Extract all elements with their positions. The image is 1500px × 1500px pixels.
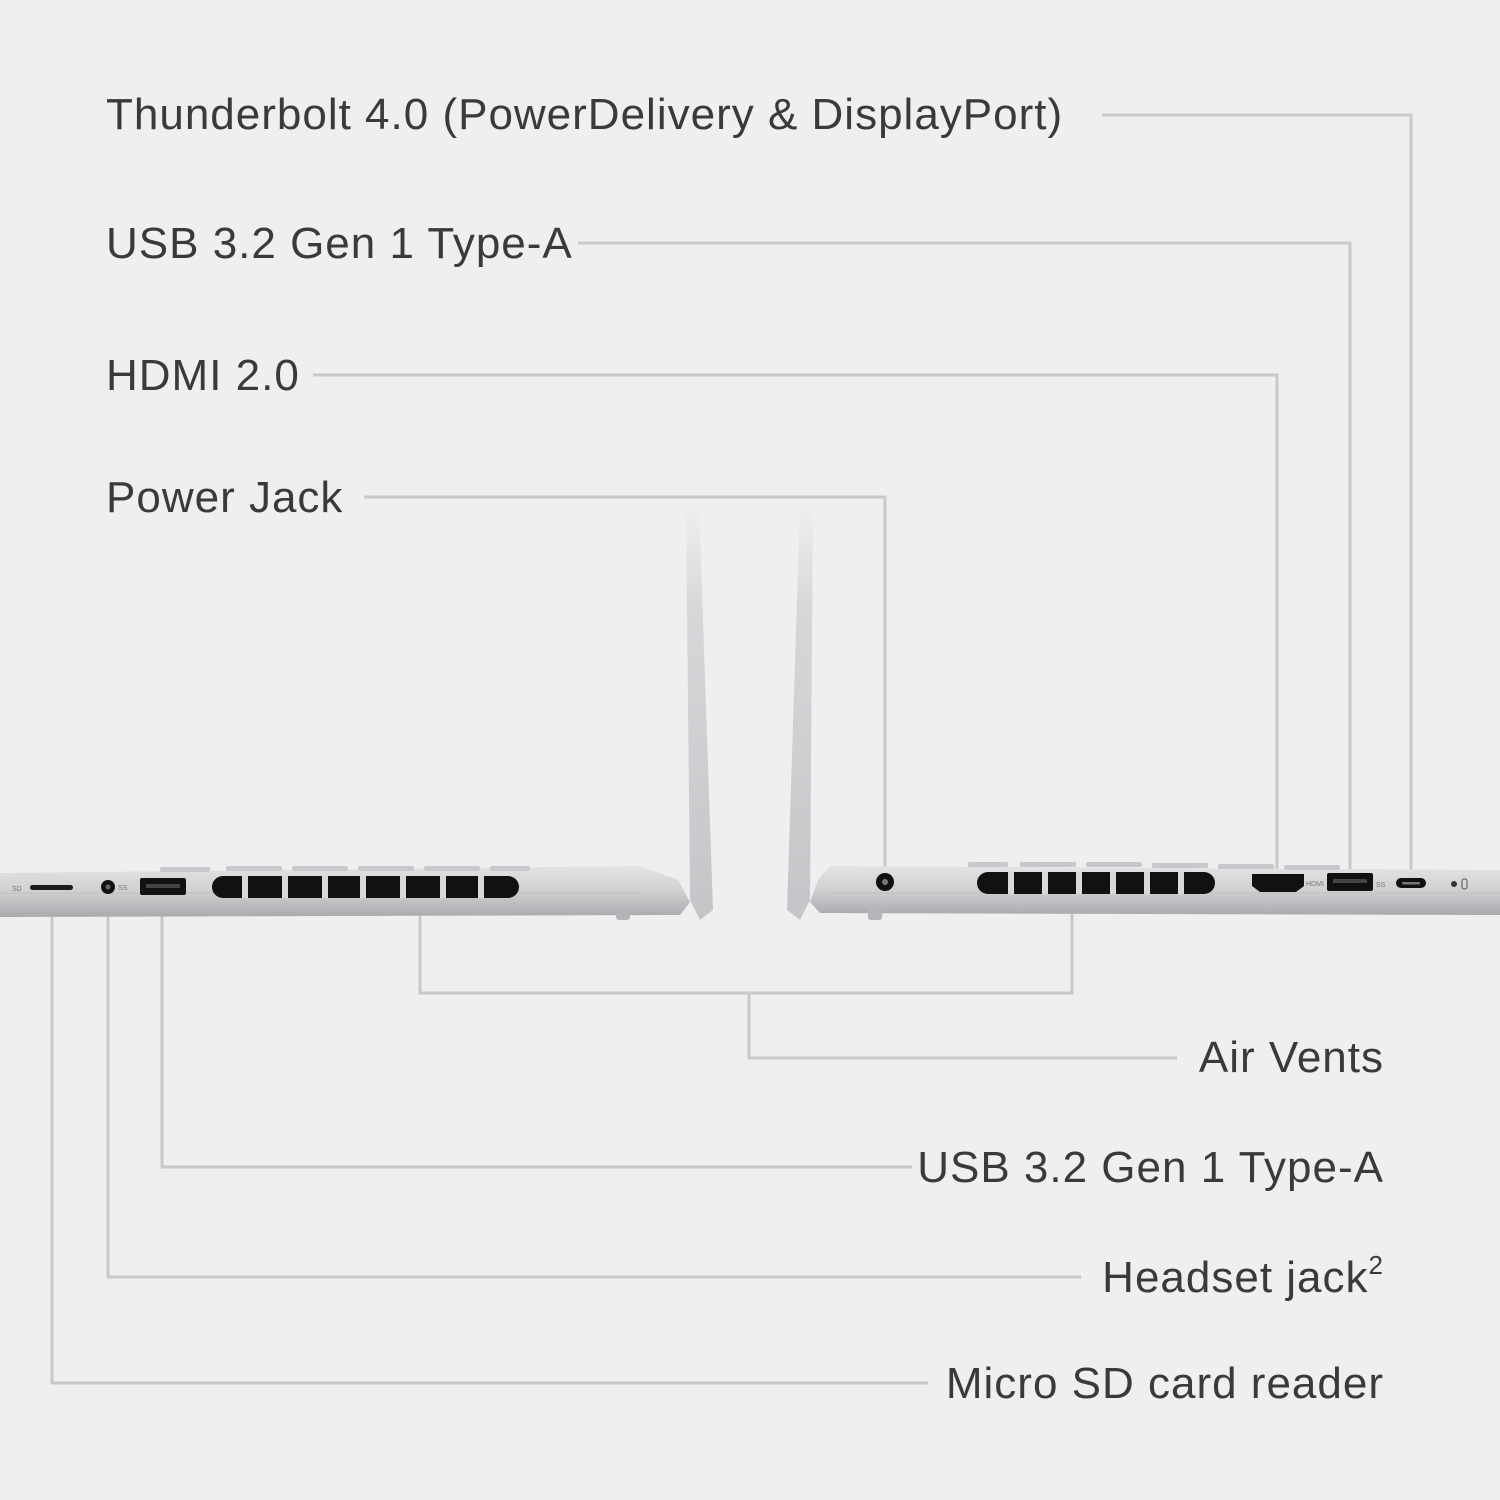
right-laptop — [787, 505, 1500, 920]
right-air-vent — [977, 872, 1215, 894]
leader-thunderbolt — [1102, 113, 1413, 870]
left-laptop — [0, 505, 713, 920]
label-micro-sd: Micro SD card reader — [945, 1359, 1384, 1408]
leader-micro-sd — [50, 893, 928, 1385]
marking-ss-left: SS — [118, 885, 128, 892]
leader-power-jack — [364, 495, 887, 872]
label-air-vents: Air Vents — [1198, 1033, 1384, 1082]
leader-usb-right — [578, 241, 1352, 872]
leader-hdmi — [313, 373, 1279, 872]
leader-air-vents-main — [747, 993, 1177, 1060]
right-hdmi-port — [1252, 874, 1304, 892]
marking-sd: SD — [12, 886, 22, 893]
left-keycap-edges — [160, 866, 530, 872]
label-headset-footnote: 2 — [1368, 1250, 1384, 1280]
leader-headset — [106, 893, 1081, 1279]
right-lid — [787, 505, 813, 920]
label-usb-left: USB 3.2 Gen 1 Type-A — [917, 1143, 1384, 1192]
left-sd-slot — [30, 885, 73, 890]
marking-hdmi: HDMI — [1306, 881, 1324, 888]
left-foot — [616, 908, 630, 920]
leader-air-vents-left — [418, 888, 1074, 995]
leader-usb-left — [160, 893, 912, 1169]
label-usb-right: USB 3.2 Gen 1 Type-A — [106, 219, 573, 268]
left-lid — [686, 505, 713, 920]
label-thunderbolt: Thunderbolt 4.0 (PowerDelivery & Display… — [106, 90, 1064, 139]
right-foot — [868, 908, 882, 920]
label-headset: Headset jack2 — [1102, 1252, 1384, 1302]
label-headset-text: Headset jack — [1102, 1253, 1369, 1302]
label-hdmi: HDMI 2.0 — [106, 351, 300, 400]
label-power-jack: Power Jack — [106, 473, 344, 522]
marking-ss-right: SS — [1376, 882, 1386, 889]
left-air-vent — [212, 876, 519, 898]
leader-lines — [50, 113, 1413, 1385]
right-keycap-edges — [968, 862, 1340, 870]
